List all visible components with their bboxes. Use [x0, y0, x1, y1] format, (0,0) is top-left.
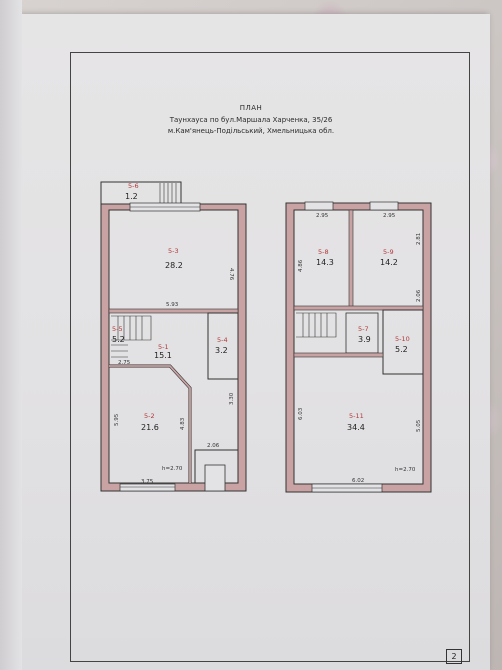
floor1-room-areas: 1.2 28.2 5.2 15.1 3.2 21.6: [112, 192, 228, 432]
dim-3.75: 3.75: [141, 479, 154, 485]
dim-2.95-right: 2.95: [383, 213, 396, 219]
floor2-room-codes: 5-8 5-9 5-7 5-10 5-11: [318, 248, 410, 420]
room-code-5-4: 5-4: [217, 336, 228, 344]
dim-4.76: 4.76: [228, 268, 234, 281]
area-5-8: 14.3: [316, 258, 334, 267]
room-code-5-3: 5-3: [168, 247, 179, 255]
area-5-10: 5.2: [395, 345, 408, 354]
area-5-1: 15.1: [154, 351, 172, 360]
floor2-room-areas: 14.3 14.2 3.9 5.2 34.4: [316, 258, 408, 432]
floor1-stair: [111, 315, 152, 358]
paper-sheet: [20, 14, 490, 670]
dim-2.95-left: 2.95: [316, 213, 329, 219]
paper-edge: [0, 0, 22, 670]
dim-3.30: 3.30: [229, 392, 235, 405]
dim-5.95: 5.95: [114, 413, 120, 426]
floor2-window-left: [304, 201, 334, 211]
dim-6.03: 6.03: [298, 407, 304, 420]
room-code-5-2: 5-2: [144, 412, 155, 420]
dim-4.86: 4.86: [298, 259, 304, 272]
floor1-height: h=2.70: [162, 466, 183, 472]
room-code-5-5: 5-5: [112, 325, 123, 333]
balcony-stairs: [159, 183, 177, 203]
floor1-partition-main: [108, 308, 239, 314]
area-5-9: 14.2: [380, 258, 398, 267]
floor1-room-codes: 5-6 5-3 5-5 5-1 5-4 5-2: [112, 182, 228, 420]
page-number: 2: [446, 649, 462, 664]
area-5-7: 3.9: [358, 335, 371, 344]
floor2-stair: [296, 312, 337, 338]
area-5-4: 3.2: [215, 346, 228, 355]
plan-subtitle-city: м.Кам'янець-Подільський, Хмельницька обл…: [167, 127, 335, 135]
room-code-5-10: 5-10: [395, 335, 410, 343]
dim-2.06: 2.06: [207, 443, 220, 449]
floor1-bottom-window: [119, 483, 176, 492]
drawing-frame: [70, 52, 470, 662]
dim-6.02: 6.02: [352, 478, 364, 484]
area-5-3: 28.2: [165, 261, 183, 270]
plan-title: ПЛАН: [239, 104, 263, 112]
dim-2.06: 2.06: [416, 289, 422, 302]
floor2-partition-main: [293, 305, 424, 311]
dim-4.83: 4.83: [180, 417, 186, 430]
floor2-room-5-7-walls: [345, 312, 379, 354]
floor2-room-5-10-walls: [382, 309, 424, 375]
floor1-plan: 5-6 5-3 5-5 5-1 5-4 5-2 1.2 28.2 5.2 15.…: [100, 181, 247, 492]
floor1-dimensions: 4.76 5.93 2.75 5.95 4.83 3.30 2.06 3.75 …: [114, 268, 235, 485]
area-5-2: 21.6: [141, 423, 159, 432]
area-5-11: 34.4: [347, 423, 365, 432]
floor1-balcony: [100, 181, 182, 205]
dim-2.81: 2.81: [416, 233, 422, 245]
dim-5.05: 5.05: [416, 419, 422, 432]
area-5-6: 1.2: [125, 192, 138, 201]
room-code-5-7: 5-7: [358, 325, 369, 333]
floor2-partition-vertical: [348, 209, 354, 309]
floor2-plan: 5-8 5-9 5-7 5-10 5-11 14.3 14.2 3.9 5.2 …: [285, 201, 432, 493]
floor2-height: h=2.70: [395, 467, 416, 473]
room-code-5-8: 5-8: [318, 248, 329, 256]
room-code-5-6: 5-6: [128, 182, 139, 190]
area-5-5: 5.2: [112, 335, 125, 344]
room-code-5-1: 5-1: [158, 343, 169, 351]
dim-2.75: 2.75: [118, 360, 131, 366]
room-code-5-11: 5-11: [349, 412, 364, 420]
plan-subtitle-address: Таунхауса по бул.Маршала Харченка, 35/26: [169, 116, 333, 124]
floor2-dimensions: 2.95 2.95 4.86 2.81 2.06 6.03 5.05 6.02 …: [298, 213, 422, 484]
floor2-partition-lower: [293, 352, 384, 358]
floor1-room-5-4-walls: [207, 312, 239, 380]
floor2-outer-walls: [285, 202, 432, 493]
floor2-window-right: [369, 201, 399, 211]
dim-5.93: 5.93: [166, 302, 179, 308]
room-code-5-9: 5-9: [383, 248, 394, 256]
